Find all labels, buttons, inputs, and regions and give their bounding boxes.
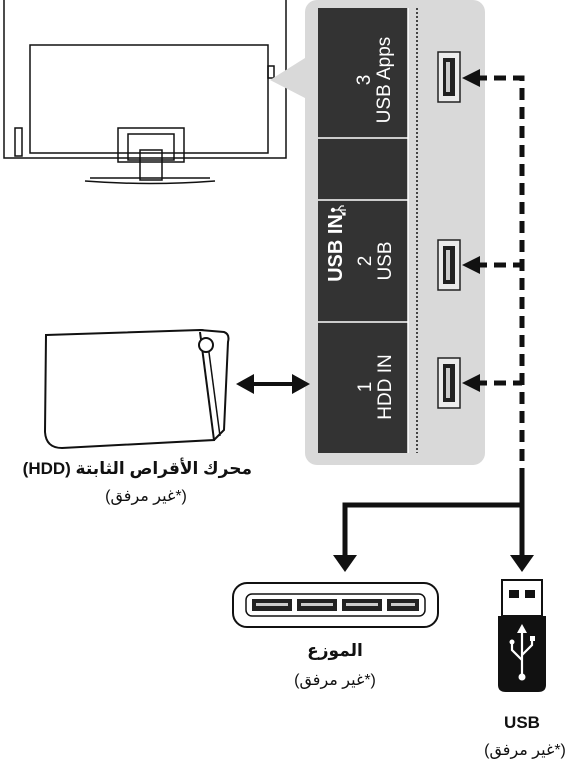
hdd-name: محرك الأقراص الثابتة (HDD) (22, 459, 252, 478)
port-1-name: HDD IN (374, 354, 396, 420)
usb-arrowhead (510, 555, 534, 572)
port-1-number: 1 (355, 381, 376, 393)
hub-note: (*غير مرفق) (294, 672, 376, 689)
usb-in-title: USB IN (325, 214, 347, 282)
hub-name: الموزع (307, 641, 363, 660)
usb-stick-icon (498, 579, 546, 692)
usb-port-3 (437, 51, 461, 103)
tv-back-icon (3, 0, 287, 185)
hdd-double-arrow (236, 374, 310, 394)
usb-port-1 (437, 357, 461, 409)
solid-connections (342, 478, 525, 555)
port-2-number: 2 (355, 255, 376, 267)
usb-port-2 (437, 239, 461, 291)
hub-arrowhead (333, 555, 357, 572)
hdd-note: (*غير مرفق) (105, 488, 187, 505)
zoom-connector (270, 58, 305, 98)
usb-name: USB (504, 713, 540, 732)
port-3-label: 3 USB Apps (354, 21, 399, 139)
port-1-label: 1 HDD IN (355, 332, 400, 442)
usb-note: (*غير مرفق) (484, 742, 566, 759)
port-2-label: 2 USB (355, 206, 400, 316)
port-3-number: 3 (354, 74, 375, 86)
port-2-name: USB (374, 241, 396, 281)
port-strip (318, 8, 408, 453)
connection-arrowheads (462, 69, 480, 392)
port-3-name: USB Apps (373, 36, 395, 124)
hard-drive-icon (43, 328, 230, 450)
dashed-connections (475, 75, 525, 480)
port-dividers (318, 8, 409, 453)
usb-hub-icon (232, 582, 439, 628)
usb-symbol-icon (330, 205, 346, 216)
